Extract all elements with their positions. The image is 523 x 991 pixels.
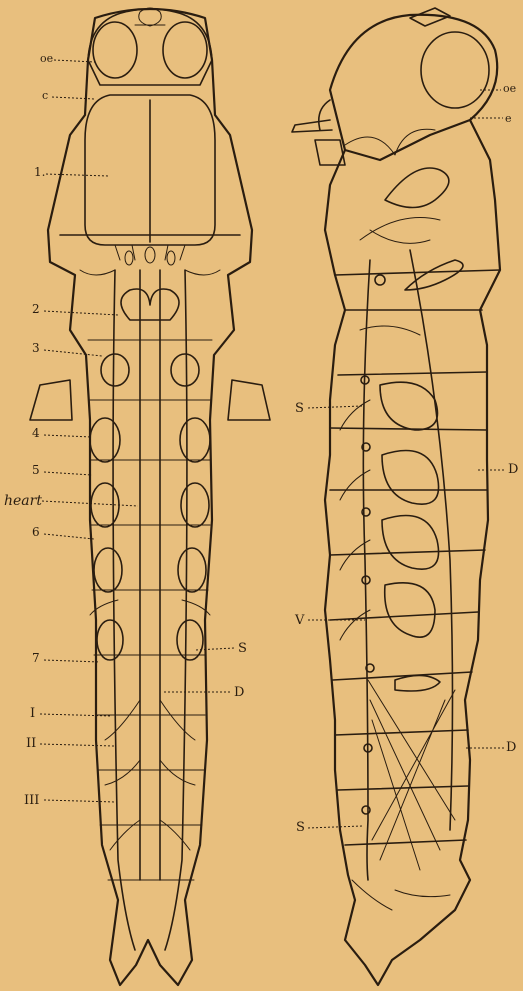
dorsal-mouthparts	[135, 8, 165, 26]
label-III: III	[24, 793, 39, 808]
label-4: 4	[32, 426, 40, 440]
dorsal-tracheal-trunks	[113, 270, 187, 950]
dorsal-view-larva	[30, 8, 270, 985]
label-I: I	[30, 706, 35, 721]
label-oe-right: oe	[503, 82, 516, 95]
dorsal-head	[88, 9, 212, 85]
dorsal-spiracle-cells	[90, 289, 210, 660]
label-1: 1.	[34, 165, 45, 179]
lateral-segment-lines	[330, 270, 500, 845]
dorsal-tracheal-branches	[80, 245, 220, 850]
label-D-left: D	[234, 685, 244, 700]
label-S-right-2: S	[296, 820, 305, 835]
dorsal-segment-lines	[88, 340, 212, 880]
label-6: 6	[32, 525, 40, 539]
lateral-tracheal-branches	[340, 129, 455, 910]
label-c-left: c	[42, 89, 48, 102]
lateral-antenna	[292, 120, 332, 132]
lateral-main-trunk	[363, 260, 370, 880]
label-S-right-1: S	[295, 401, 304, 416]
lateral-view-larva	[292, 8, 500, 985]
label-heart: heart	[4, 493, 42, 509]
label-e-right: e	[505, 112, 512, 125]
label-S-left: S	[238, 641, 247, 656]
label-3: 3	[32, 341, 40, 355]
label-oe-left: oe	[40, 52, 53, 65]
label-2: 2	[32, 302, 40, 316]
label-5: 5	[32, 463, 40, 477]
lateral-dorsal-trunk	[410, 250, 453, 830]
dorsal-eye-left	[93, 22, 137, 78]
label-V: V	[294, 613, 305, 628]
label-D-right-2: D	[506, 740, 516, 755]
label-D-right-1: D	[508, 462, 518, 477]
lateral-labels: oe e S D V D S	[294, 82, 518, 835]
label-II: II	[26, 736, 36, 751]
dorsal-wingpad-left	[30, 380, 72, 420]
label-7: 7	[32, 651, 40, 665]
lateral-eye	[421, 32, 489, 108]
dorsal-wingpad-right	[228, 380, 270, 420]
dorsal-eye-right	[163, 22, 207, 78]
